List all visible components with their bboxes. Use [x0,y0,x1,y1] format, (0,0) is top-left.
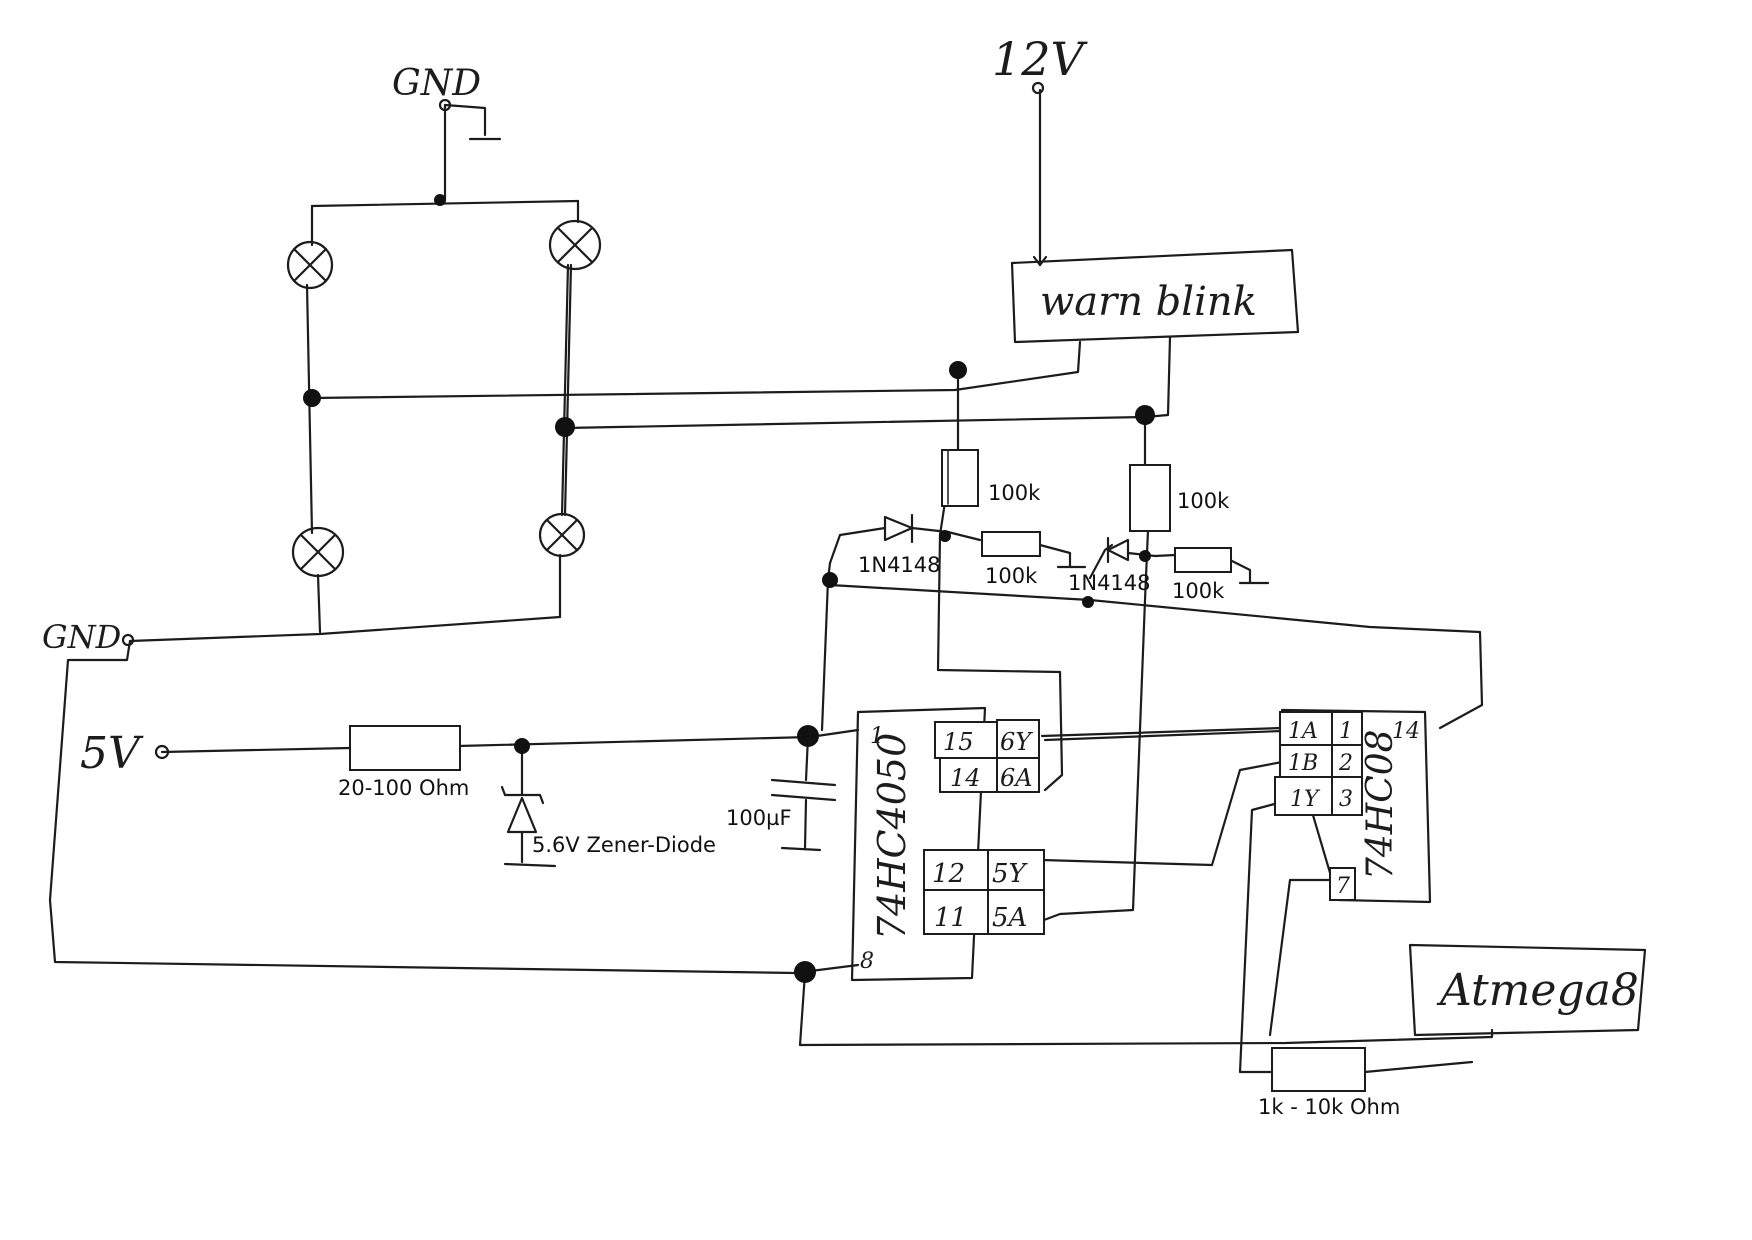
atmega8-label: Atmega8 [1436,965,1639,1016]
ic4050-6y: 6Y [1000,728,1033,756]
ic08-1y: 1Y [1290,787,1321,812]
junction-dots [303,194,1155,983]
v5-label: 5V [80,728,144,779]
lamp-top-right [548,219,602,271]
ic4050-pin1: 1 [870,724,884,749]
warnblink-module: warn blink [1010,248,1300,344]
gnd-left-terminal [121,633,135,647]
zener-label: 5.6V Zener-Diode [532,833,716,857]
resistor-100k-top1 [941,449,979,507]
resistor-pull-label: 1k - 10k Ohm [1258,1095,1400,1119]
gnd-top-terminal [438,98,452,112]
ic4050-pin11: 11 [934,903,967,933]
ic4050-pin12: 12 [932,859,965,889]
resistor-100k-top2-label: 100k [1177,489,1230,513]
ic08-1b: 1B [1288,751,1318,776]
v5-terminal [154,744,170,760]
resistor-pull [1271,1047,1366,1092]
ic08-pin7: 7 [1336,874,1350,899]
ic-74hc08-name: 74HC08 [1360,729,1401,880]
ic-74hc4050-name: 74HC4050 [870,733,914,940]
diode1-label: 1N4148 [858,553,941,577]
v12-terminal [1031,81,1045,95]
ic-74hc4050: 74HC4050 [850,706,1045,982]
diode2-label: 1N4148 [1068,571,1151,595]
resistor-series-label: 20-100 Ohm [338,776,469,800]
ic08-1a: 1A [1288,719,1318,744]
ic-74hc08: 74HC08 [1274,708,1432,904]
atmega8-module: Atmega8 [1408,943,1647,1037]
resistor-100k-mid1-label: 100k [985,564,1038,588]
ic4050-pin8: 8 [860,949,874,974]
capacitor-label: 100µF [726,806,792,830]
diode-1n4148-2 [1106,536,1130,564]
diode-1n4148-1 [883,513,914,544]
gnd-top-label: GND [392,63,481,104]
resistor-100k-mid2 [1174,547,1232,573]
resistor-100k-mid2-label: 100k [1172,579,1225,603]
ic08-pin14: 14 [1392,719,1420,744]
ic4050-pin14: 14 [950,764,981,792]
ic4050-6a: 6A [1000,764,1033,792]
resistor-series [349,725,461,771]
ic08-pin3: 3 [1339,787,1353,812]
ic4050-5y: 5Y [992,859,1029,889]
v12-label: 12V [992,32,1089,86]
lamp-top-left [286,240,334,290]
resistor-100k-top1-label: 100k [988,481,1041,505]
ic08-pin1: 1 [1339,719,1353,744]
wires [48,88,1494,1074]
resistor-100k-mid1 [981,531,1041,557]
ic08-pin2: 2 [1338,751,1353,776]
zener-diode [500,785,545,834]
ic4050-5a: 5A [992,903,1027,933]
warnblink-label: warn blink [1040,279,1257,325]
gnd-left-label: GND [42,618,121,656]
lamp-bottom-right [538,512,586,558]
resistor-100k-top2 [1129,464,1171,532]
ic4050-pin15: 15 [943,728,974,756]
lamp-bottom-left [291,526,345,578]
